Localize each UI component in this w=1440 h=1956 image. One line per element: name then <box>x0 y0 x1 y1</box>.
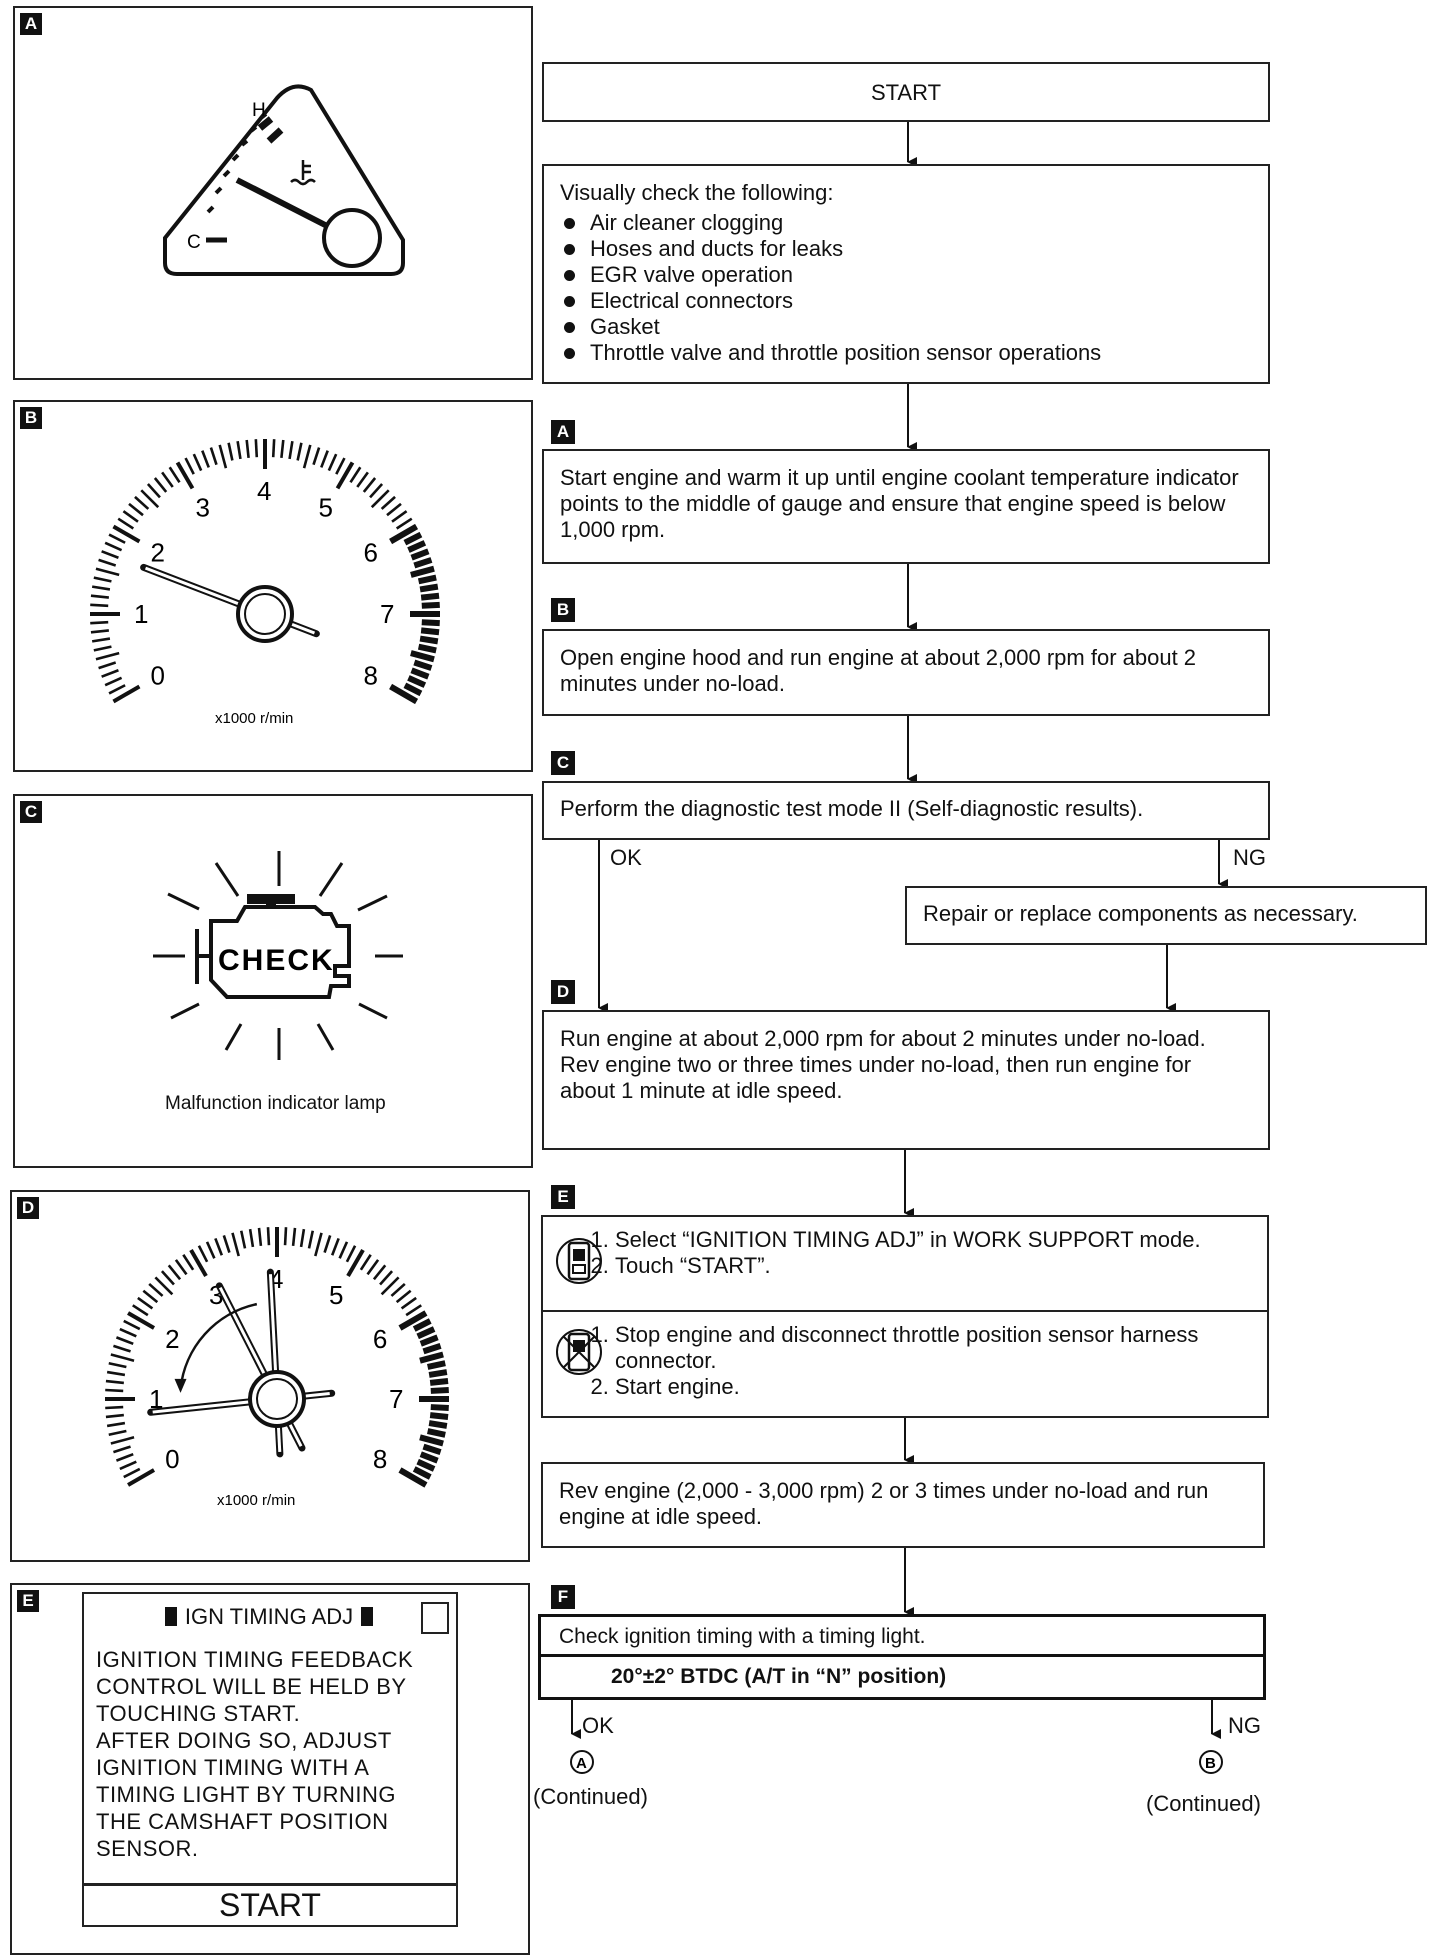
ok-label: OK <box>610 845 642 871</box>
step-e-consult-box: Select “IGNITION TIMING ADJ” in WORK SUP… <box>541 1215 1269 1312</box>
step-f-text: Check ignition timing with a timing ligh… <box>541 1617 1263 1657</box>
list-item: Throttle valve and throttle position sen… <box>560 340 1252 366</box>
step-c-box: Perform the diagnostic test mode II (Sel… <box>542 781 1270 840</box>
list-item: Select “IGNITION TIMING ADJ” in WORK SUP… <box>615 1227 1257 1253</box>
step-d-line: Rev engine two or three times under no-l… <box>560 1052 1252 1104</box>
visual-check-intro: Visually check the following: <box>560 180 1252 206</box>
step-d-box: Run engine at about 2,000 rpm for about … <box>542 1010 1270 1150</box>
consult-steps: Select “IGNITION TIMING ADJ” in WORK SUP… <box>543 1227 1257 1279</box>
ng-label: NG <box>1233 845 1266 871</box>
connector-a-label: A <box>576 1755 587 1772</box>
step-d-line: Run engine at about 2,000 rpm for about … <box>560 1026 1252 1052</box>
list-item: Touch “START”. <box>615 1253 1257 1279</box>
start-node: START <box>542 62 1270 122</box>
step-tag-e: E <box>551 1185 575 1209</box>
step-tag-b: B <box>551 598 575 622</box>
visual-check-list: Air cleaner clogging Hoses and ducts for… <box>560 210 1252 366</box>
list-item: Air cleaner clogging <box>560 210 1252 236</box>
result-ok-note: (Continued) <box>533 1784 648 1810</box>
list-item: Hoses and ducts for leaks <box>560 236 1252 262</box>
list-item: Gasket <box>560 314 1252 340</box>
result-ok-label: OK <box>582 1713 614 1739</box>
step-a-box: Start engine and warm it up until engine… <box>542 449 1270 564</box>
visual-check-box: Visually check the following: Air cleane… <box>542 164 1270 384</box>
result-ng-label: NG <box>1228 1713 1261 1739</box>
step-tag-c: C <box>551 751 575 775</box>
list-item: Electrical connectors <box>560 288 1252 314</box>
rev-engine-box: Rev engine (2,000 - 3,000 rpm) 2 or 3 ti… <box>541 1462 1265 1548</box>
step-tag-d: D <box>551 980 575 1004</box>
step-f-spec: 20°±2° BTDC (A/T in “N” position) <box>611 1660 946 1694</box>
consult-tool-icon <box>555 1233 603 1289</box>
step-e-no-consult-box: Stop engine and disconnect throttle posi… <box>541 1310 1269 1418</box>
no-consult-steps: Stop engine and disconnect throttle posi… <box>543 1322 1257 1400</box>
step-f-box: Check ignition timing with a timing ligh… <box>538 1614 1266 1700</box>
connector-b-label: B <box>1205 1755 1216 1772</box>
step-tag-a: A <box>551 420 575 444</box>
step-tag-f: F <box>551 1585 575 1609</box>
list-item: EGR valve operation <box>560 262 1252 288</box>
no-consult-tool-icon <box>555 1324 603 1380</box>
result-ng-note: (Continued) <box>1146 1791 1261 1817</box>
list-item: Stop engine and disconnect throttle posi… <box>615 1322 1257 1374</box>
step-b-box: Open engine hood and run engine at about… <box>542 629 1270 716</box>
repair-box: Repair or replace components as necessar… <box>905 886 1427 945</box>
list-item: Start engine. <box>615 1374 1257 1400</box>
